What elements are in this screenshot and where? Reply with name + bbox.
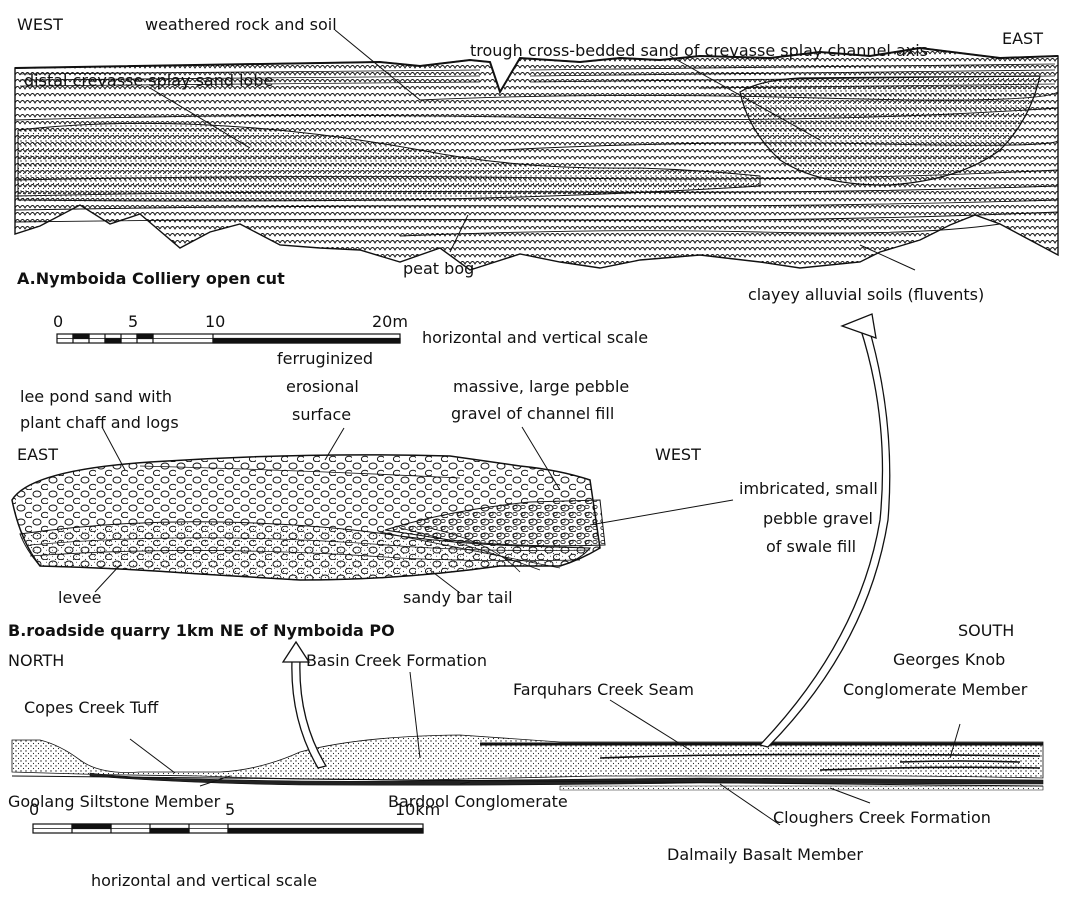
label-imbricated-2: pebble gravel: [763, 509, 873, 528]
label-ferruginized-1: ferruginized: [277, 349, 373, 368]
scale-a-tick-0: 0: [53, 312, 63, 331]
cloughers-creek-formation: [560, 786, 1043, 790]
panel-c-north: NORTH: [8, 651, 64, 670]
label-farquhars: Farquhars Creek Seam: [513, 680, 694, 699]
scale-a-tick-5: 5: [128, 312, 138, 331]
panel-a-east: EAST: [1002, 29, 1043, 48]
label-goolang: Goolang Siltstone Member: [8, 792, 221, 811]
panel-b-title: B.roadside quarry 1km NE of Nymboida PO: [8, 621, 395, 640]
panel-c-south: SOUTH: [958, 621, 1014, 640]
scale-c-caption: horizontal and vertical scale: [91, 871, 317, 890]
panel-b-west: WEST: [655, 445, 701, 464]
panel-c-scale-bar: [33, 824, 423, 833]
scale-c-tick-0: 0: [29, 800, 39, 819]
label-massive-2: gravel of channel fill: [451, 404, 614, 423]
label-cloughers: Cloughers Creek Formation: [773, 808, 991, 827]
label-georges-2: Conglomerate Member: [843, 680, 1028, 699]
panel-b-east: EAST: [17, 445, 58, 464]
label-peat-bog: peat bog: [403, 259, 474, 278]
panel-a-west: WEST: [17, 15, 63, 34]
scale-c-tick-10: 10km: [395, 800, 440, 819]
scale-c-tick-5: 5: [225, 800, 235, 819]
label-trough: trough cross-bedded sand of crevasse spl…: [470, 41, 928, 60]
panel-b-section: ferruginized erosional surface lee pond …: [8, 349, 878, 640]
panel-a-scale-bar: [57, 334, 400, 343]
scale-a-tick-20: 20m: [372, 312, 408, 331]
scale-a-caption: horizontal and vertical scale: [422, 328, 648, 347]
label-basin-creek: Basin Creek Formation: [306, 651, 487, 670]
label-weathered: weathered rock and soil: [145, 15, 337, 34]
label-imbricated-3: of swale fill: [766, 537, 856, 556]
label-levee: levee: [58, 588, 101, 607]
label-georges-1: Georges Knob: [893, 650, 1005, 669]
label-lee-pond-1: lee pond sand with: [20, 387, 172, 406]
basin-creek-formation: [12, 735, 1043, 780]
label-distal: distal crevasse splay sand lobe: [24, 71, 273, 90]
label-sandy-bar: sandy bar tail: [403, 588, 513, 607]
label-clayey: clayey alluvial soils (fluvents): [748, 285, 984, 304]
label-dalmaily: Dalmaily Basalt Member: [667, 845, 863, 864]
scale-a-tick-10: 10: [205, 312, 225, 331]
panel-a-title: A.Nymboida Colliery open cut: [17, 269, 285, 288]
label-ferruginized-3: surface: [292, 405, 351, 424]
label-massive-1: massive, large pebble: [453, 377, 629, 396]
label-ferruginized-2: erosional: [286, 377, 359, 396]
label-imbricated-1: imbricated, small: [739, 479, 878, 498]
label-copes-creek: Copes Creek Tuff: [24, 698, 159, 717]
label-lee-pond-2: plant chaff and logs: [20, 413, 179, 432]
panel-a-section: WEST EAST weathered rock and soil trough…: [15, 15, 1058, 347]
